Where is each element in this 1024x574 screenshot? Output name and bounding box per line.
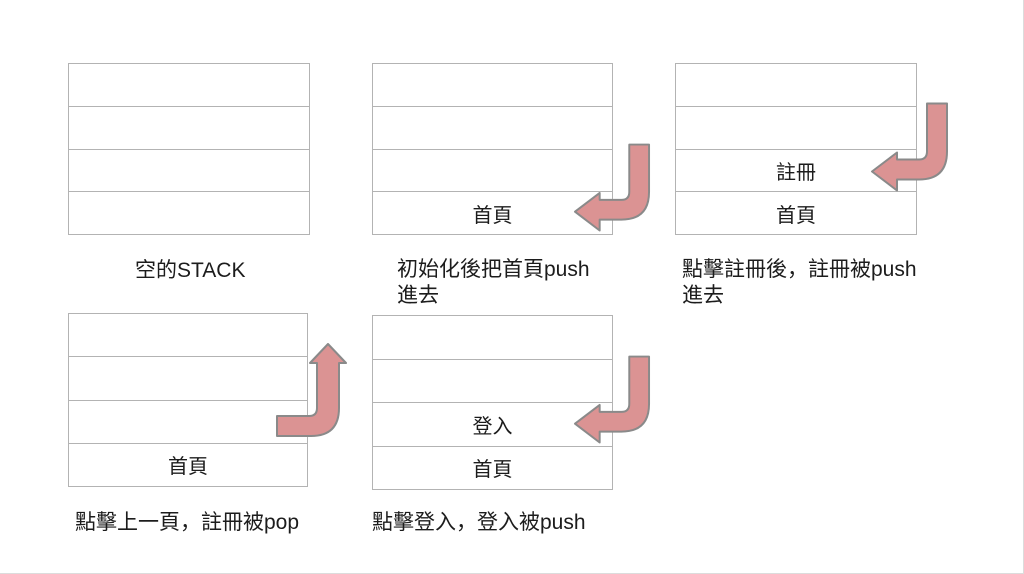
caption-push-register: 點擊註冊後，註冊被push 進去 [682,258,917,307]
stack-cell: 首頁 [373,191,612,234]
stack-cell [373,64,612,106]
stack-cell: 登入 [373,402,612,446]
caption-pop-register: 點擊上一頁，註冊被pop [75,511,300,534]
pop-arrow-icon [276,343,347,437]
stack-cell: 首頁 [676,191,916,234]
stack-cell: 註冊 [676,148,916,192]
stack-cell [69,105,309,149]
stack-cell [373,105,612,149]
stack-cell [69,148,309,192]
push-arrow-icon [573,355,651,444]
stack-diagram-empty [68,63,310,235]
stack-cell [373,316,612,359]
caption-push-login: 點擊登入，登入被push [372,511,586,534]
stack-cell [69,314,307,356]
stack-cell [69,64,309,106]
stack-diagram-pop-register: 首頁 [68,313,308,487]
stack-diagram-push-home: 首頁 [372,63,613,235]
caption-empty-stack: 空的STACK [135,259,246,282]
stack-diagram-push-login: 登入 首頁 [372,315,613,490]
stack-diagram-push-register: 註冊 首頁 [675,63,917,235]
stack-cell: 首頁 [373,445,612,490]
stack-cell: 首頁 [69,442,307,486]
stack-cell [69,191,309,234]
stack-cell [676,64,916,106]
push-arrow-icon [871,102,948,192]
stack-cell [69,356,307,399]
stack-cell [373,358,612,403]
stack-cell [69,399,307,443]
push-arrow-icon [573,143,651,232]
caption-push-home: 初始化後把首頁push 進去 [397,258,590,307]
stack-cell [676,105,916,149]
stack-cell [373,148,612,192]
